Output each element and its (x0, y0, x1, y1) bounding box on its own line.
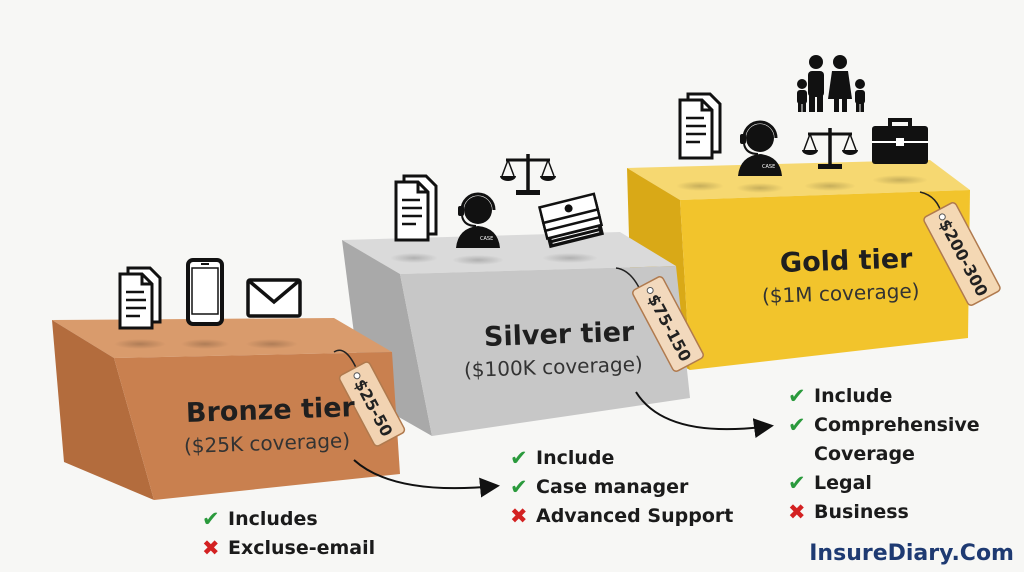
gold-tier-title: Gold tier (779, 243, 913, 279)
cross-icon: ✖ (510, 504, 528, 528)
feature-text: Coverage (814, 443, 915, 465)
briefcase-icon (872, 118, 928, 164)
family-icon (797, 55, 865, 112)
feature-item: ✔ Include (788, 382, 980, 411)
feature-text: Includes (228, 508, 318, 530)
case-manager-icon: CASE (738, 120, 782, 176)
smartphone-icon (186, 258, 224, 326)
feature-item: ✖ Business (788, 498, 980, 527)
check-icon: ✔ (510, 475, 528, 499)
feature-text: Legal (814, 472, 872, 494)
money-stack-icon (537, 192, 605, 249)
check-icon: ✔ (510, 446, 528, 470)
silver-feature-list: ✔ Include ✔ Case manager ✖ Advanced Supp… (510, 444, 733, 531)
case-manager-icon: CASE (456, 192, 500, 248)
feature-text: Case manager (536, 476, 689, 498)
feature-item: ✔ Case manager (510, 473, 733, 502)
feature-item: ✔ Include (510, 444, 733, 473)
feature-item: ✖ Excluse-email (202, 534, 375, 563)
scales-icon (500, 154, 556, 195)
gold-feature-list: ✔ Include ✔ Comprehensive Coverage ✔ Leg… (788, 382, 980, 527)
envelope-icon (246, 278, 302, 318)
feature-text: Excluse-email (228, 537, 376, 559)
document-icon (394, 174, 438, 242)
feature-text: Business (814, 501, 909, 523)
bronze-block-front (114, 352, 400, 500)
feature-text: Comprehensive (814, 414, 980, 436)
bronze-feature-list: ✔ Includes ✖ Excluse-email (202, 505, 375, 563)
check-icon: ✔ (788, 384, 806, 408)
silver-tier-title: Silver tier (483, 316, 635, 353)
bronze-block-side (52, 320, 154, 500)
document-icon (678, 92, 722, 160)
feature-item: ✔ Legal (788, 469, 980, 498)
silver-features-arrow (635, 391, 774, 439)
check-icon: ✔ (788, 413, 806, 437)
headset-badge-text: CASE (762, 164, 775, 170)
feature-item: ✔ Comprehensive (788, 411, 980, 440)
feature-item: Coverage (788, 440, 980, 469)
bronze-features-arrow (353, 459, 500, 498)
bronze-tier-title: Bronze tier (185, 392, 356, 429)
feature-item: ✖ Advanced Support (510, 502, 733, 531)
feature-text: Advanced Support (536, 505, 734, 527)
headset-badge-text: CASE (480, 236, 493, 242)
icon-shadows (114, 175, 928, 349)
cross-icon: ✖ (202, 536, 220, 560)
silver-block-front (400, 266, 690, 436)
silver-block-top (342, 232, 676, 274)
brand-watermark: InsureDiary.Com (809, 541, 1014, 566)
silver-block (342, 232, 690, 436)
feature-text: Include (536, 447, 615, 469)
scales-icon (802, 128, 858, 169)
document-icon (118, 266, 162, 330)
check-icon: ✔ (788, 471, 806, 495)
feature-item: ✔ Includes (202, 505, 375, 534)
cross-icon: ✖ (788, 500, 806, 524)
check-icon: ✔ (202, 507, 220, 531)
gold-block-front (680, 190, 970, 370)
feature-text: Include (814, 385, 893, 407)
